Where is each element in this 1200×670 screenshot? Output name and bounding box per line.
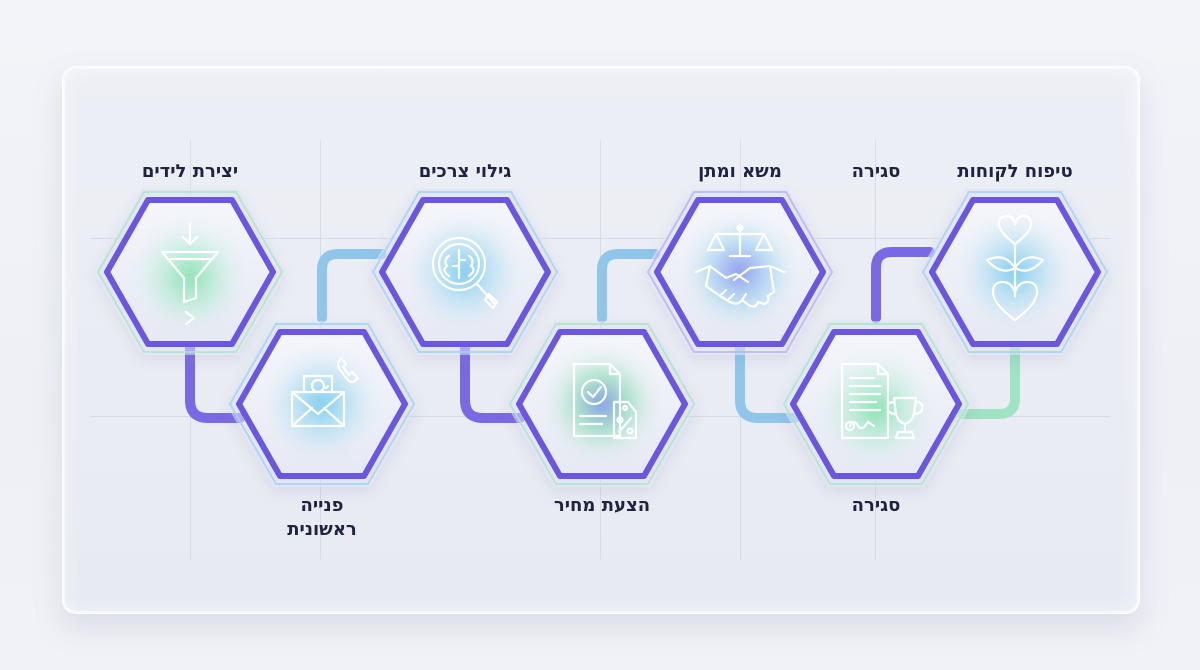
connector-3-4 [460, 340, 525, 423]
hex-closing [780, 321, 972, 487]
label-needs-discovery: גילוי צרכים [418, 161, 512, 182]
document-discount-icon [572, 362, 638, 440]
label-lead-generation: יצירת לידים [141, 161, 239, 182]
connector-6-7 [871, 247, 935, 323]
hex-needs-discovery [369, 189, 561, 355]
hex-price-quote [506, 321, 698, 487]
contract-trophy-icon [840, 362, 924, 440]
handshake-scales-icon [694, 224, 786, 308]
connector-7-end [957, 340, 1020, 419]
email-phone-icon [290, 356, 360, 428]
label-customer-nurturing: טיפוח לקוחות [957, 161, 1073, 182]
hex-first-contact [226, 321, 418, 487]
brain-magnifier-icon [431, 236, 499, 310]
connector-4-5 [597, 249, 660, 323]
heart-plant-icon [985, 214, 1045, 322]
label-closing: סגירה [851, 495, 901, 516]
connectors [185, 247, 1020, 423]
connector-2-3 [317, 249, 387, 323]
connector-5-6 [735, 340, 800, 423]
label-price-quote: הצעת מחיר [553, 495, 651, 516]
label-negotiation: משא ומתן [698, 161, 782, 182]
hex-negotiation [644, 189, 836, 355]
grid-line [90, 238, 1110, 239]
funnel-icon [160, 222, 220, 326]
label-closing-top: סגירה [851, 161, 901, 182]
connector-1-2 [185, 340, 245, 423]
hex-lead-generation [94, 189, 286, 355]
label-first-contact: פנייה ראשונית [287, 495, 357, 540]
